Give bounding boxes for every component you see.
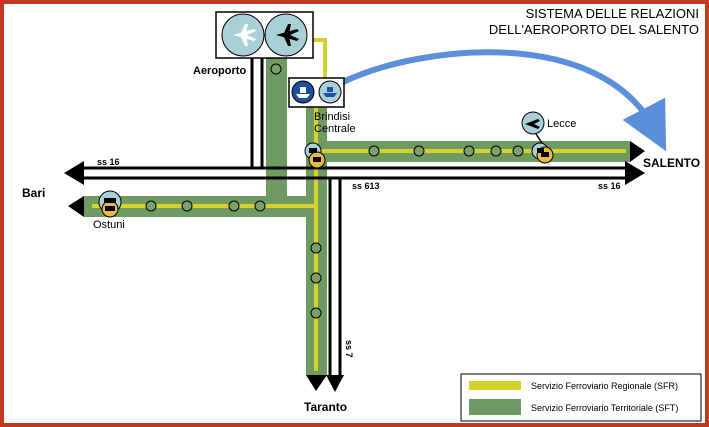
stop-marker [310, 242, 322, 254]
road-network [80, 58, 630, 375]
stop-marker [512, 145, 524, 157]
brindisi-port-box[interactable] [288, 77, 345, 108]
stop-marker [228, 200, 240, 212]
stop-marker [310, 307, 322, 319]
train-icon [541, 152, 549, 157]
airplane-icon [233, 24, 256, 46]
airport-box[interactable] [215, 11, 314, 59]
sfr-airport-connector [313, 38, 327, 84]
stop-marker [270, 63, 282, 75]
brindisi-label-line-2: Centrale [314, 123, 356, 135]
train-icon [105, 206, 115, 211]
legend-swatch-sft [469, 399, 521, 415]
stop-marker [145, 200, 157, 212]
taranto-label: Taranto [304, 400, 347, 414]
aeroporto-label: Aeroporto [193, 65, 246, 77]
title-line-2: DELL'AEROPORTO DEL SALENTO [489, 22, 699, 37]
stop-marker [463, 145, 475, 157]
lecce-label: Lecce [547, 118, 576, 130]
bus-icon [104, 198, 116, 203]
sfr-lines [92, 38, 626, 371]
airplane-icon [525, 119, 540, 129]
stop-marker [254, 200, 266, 212]
brindisi-station-node[interactable] [304, 142, 326, 169]
stop-marker [310, 272, 322, 284]
legend-swatch-sfr [469, 381, 521, 390]
brindisi-label-line-1: Brindisi [314, 111, 350, 123]
taranto-road-arrowhead [326, 375, 344, 392]
ostuni-label: Ostuni [93, 219, 125, 231]
ship-icon [323, 87, 337, 97]
ss7-label: ss 7 [344, 340, 354, 358]
bus-icon [537, 148, 544, 153]
stop-marker [490, 145, 502, 157]
stop-marker [181, 200, 193, 212]
bari-label: Bari [22, 186, 45, 200]
lecce-node[interactable] [521, 111, 554, 164]
bari-road-arrowhead [64, 161, 84, 185]
ostuni-west-arrowhead [68, 196, 84, 217]
sft-airport-branch [266, 58, 287, 200]
bus-icon [309, 148, 317, 153]
train-icon [313, 157, 321, 162]
airplane-icon [276, 24, 299, 46]
stop-marker [368, 145, 380, 157]
stop-marker [413, 145, 425, 157]
salento-label: SALENTO [643, 156, 700, 170]
ostuni-node[interactable] [98, 190, 122, 218]
legend-label-sft: Servizio Ferroviario Territoriale (SFT) [531, 403, 678, 413]
salento-road-arrowhead [625, 161, 645, 185]
taranto-sft-arrowhead [306, 375, 327, 391]
title-line-1: SISTEMA DELLE RELAZIONI [526, 6, 699, 21]
airport-to-salento-arrow [341, 49, 667, 152]
ss613-label: ss 613 [352, 181, 380, 191]
legend-label-sfr: Servizio Ferroviario Regionale (SFR) [531, 381, 678, 391]
legend: Servizio Ferroviario Regionale (SFR) Ser… [460, 373, 702, 422]
sft-lines [68, 58, 645, 391]
ship-icon [296, 87, 310, 98]
ss16-east-label: ss 16 [598, 181, 621, 191]
ss16-west-label: ss 16 [97, 157, 120, 167]
stops [145, 63, 524, 319]
